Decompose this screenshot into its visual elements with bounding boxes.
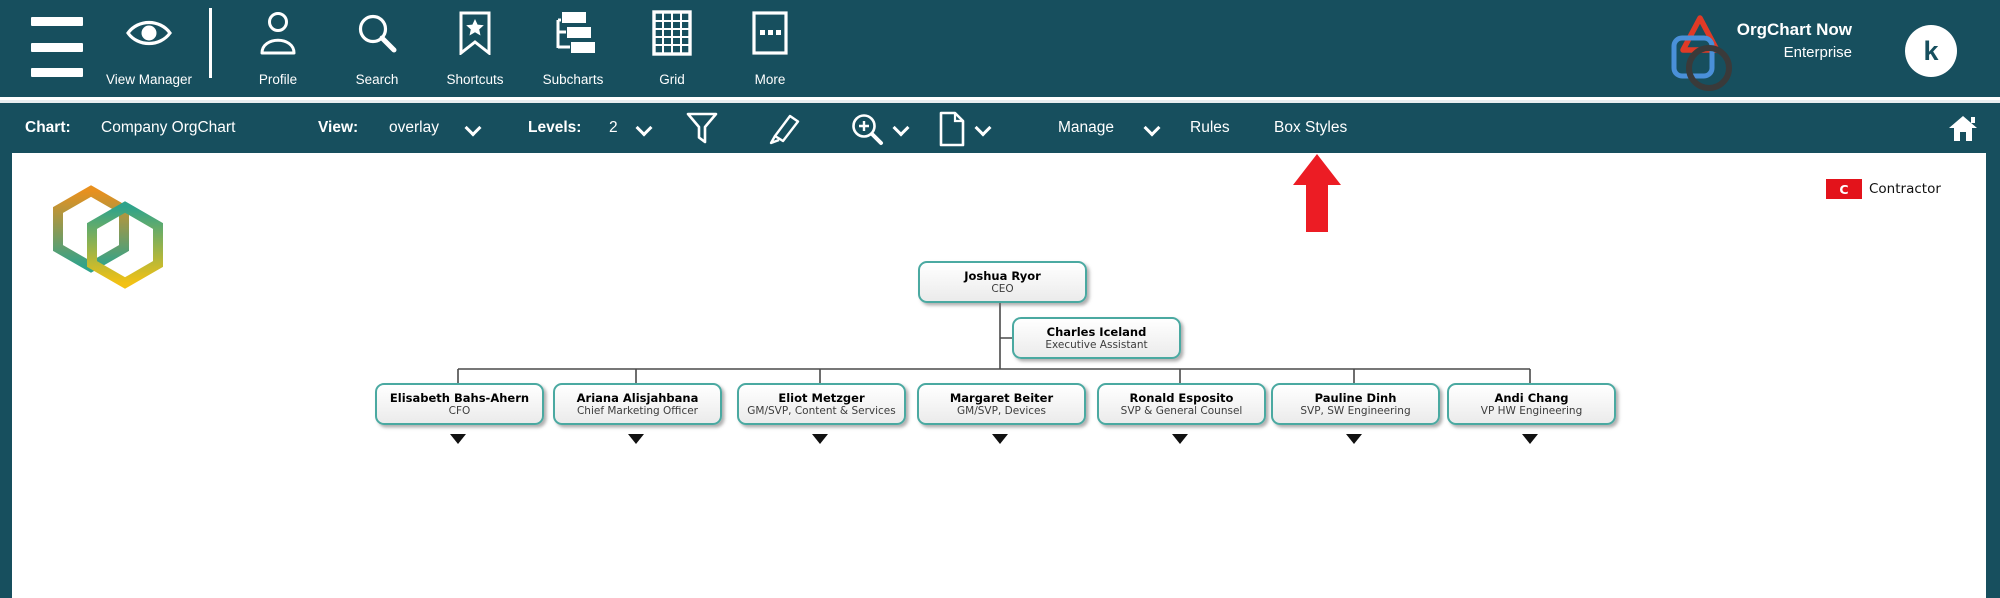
brand-name: OrgChart Now	[1736, 20, 1852, 39]
org-node-root[interactable]: Joshua Ryor CEO	[918, 261, 1087, 303]
person-title: CFO	[448, 404, 471, 417]
org-node-assistant[interactable]: Charles Iceland Executive Assistant	[1012, 317, 1181, 359]
view-manager-label: View Manager	[105, 72, 193, 87]
nav-label: Shortcuts	[446, 72, 504, 87]
filter-icon[interactable]	[686, 112, 718, 150]
bookmark-star-icon	[426, 10, 524, 56]
person-name: Eliot Metzger	[778, 390, 865, 405]
nav-item-search[interactable]: Search	[328, 0, 426, 97]
chart-label: Chart:	[25, 119, 71, 136]
annotation-arrow-up	[1293, 154, 1341, 232]
app-header: View Manager Profile Search Shortcuts Su…	[0, 0, 2000, 97]
person-title: GM/SVP, Devices	[957, 404, 1046, 417]
document-chevron-down-icon[interactable]	[974, 119, 992, 137]
expand-toggle[interactable]	[1522, 434, 1538, 444]
view-manager-button[interactable]: View Manager	[93, 0, 205, 97]
person-title: GM/SVP, Content & Services	[747, 404, 896, 417]
hamburger-bar	[31, 42, 83, 52]
expand-toggle[interactable]	[812, 434, 828, 444]
person-name: Joshua Ryor	[964, 268, 1041, 283]
arrow-head	[1293, 154, 1341, 185]
nav-label: Search	[355, 72, 399, 87]
org-node[interactable]: Eliot Metzger GM/SVP, Content & Services	[737, 383, 906, 425]
nav-item-grid[interactable]: Grid	[623, 0, 721, 97]
person-title: CEO	[991, 282, 1014, 295]
chart-canvas: C Contractor Joshua Ryor CEO Charles Ice…	[0, 153, 2000, 598]
expand-toggle[interactable]	[450, 434, 466, 444]
user-avatar[interactable]: k	[1905, 25, 1957, 77]
org-node[interactable]: Pauline Dinh SVP, SW Engineering	[1271, 383, 1440, 425]
hamburger-menu-icon[interactable]	[31, 17, 83, 77]
eye-icon	[93, 10, 205, 56]
nav-label: More	[754, 72, 786, 87]
arrow-shaft	[1306, 183, 1328, 232]
person-name: Charles Iceland	[1046, 324, 1147, 339]
nav-item-more[interactable]: More	[721, 0, 819, 97]
org-node[interactable]: Andi Chang VP HW Engineering	[1447, 383, 1616, 425]
org-node[interactable]: Margaret Beiter GM/SVP, Devices	[917, 383, 1086, 425]
person-title: Executive Assistant	[1045, 338, 1148, 351]
company-logo-icon	[38, 183, 178, 298]
person-name: Pauline Dinh	[1314, 390, 1397, 405]
manage-chevron-down-icon[interactable]	[1143, 119, 1161, 137]
person-title: SVP & General Counsel	[1120, 404, 1243, 417]
nav-item-profile[interactable]: Profile	[229, 0, 327, 97]
person-title: Chief Marketing Officer	[576, 404, 699, 417]
nav-item-subcharts[interactable]: Subcharts	[524, 0, 622, 97]
ellipsis-box-icon	[721, 10, 819, 56]
view-chevron-down-icon[interactable]	[464, 119, 482, 137]
connector-lines	[457, 301, 1531, 383]
orgchartnow-logo-icon	[1662, 8, 1742, 97]
menu-manage[interactable]: Manage	[1058, 119, 1115, 136]
org-tree-icon	[524, 10, 622, 56]
levels-label: Levels:	[528, 119, 582, 136]
person-name: Elisabeth Bahs-Ahern	[389, 390, 530, 405]
canvas-left-border	[0, 153, 12, 598]
chart-name-value[interactable]: Company OrgChart	[101, 119, 236, 136]
person-name: Andi Chang	[1494, 390, 1569, 405]
home-icon[interactable]	[1948, 114, 1978, 147]
search-icon	[328, 10, 426, 56]
zoom-icon[interactable]	[850, 112, 886, 152]
legend-label: Contractor	[1869, 181, 1941, 197]
brand-edition: Enterprise	[1783, 44, 1852, 61]
nav-label: Profile	[258, 72, 298, 87]
nav-label: Subcharts	[542, 72, 604, 87]
person-name: Margaret Beiter	[949, 390, 1054, 405]
org-node[interactable]: Ronald Esposito SVP & General Counsel	[1097, 383, 1266, 425]
header-divider	[209, 8, 212, 78]
canvas-right-border	[1986, 153, 2000, 598]
table-grid-icon	[623, 10, 721, 56]
hamburger-bar	[31, 17, 83, 26]
chart-toolbar: Chart: Company OrgChart View: overlay Le…	[0, 100, 2000, 153]
org-node[interactable]: Elisabeth Bahs-Ahern CFO	[375, 383, 544, 425]
menu-box-styles[interactable]: Box Styles	[1274, 119, 1348, 136]
person-name: Ronald Esposito	[1129, 390, 1234, 405]
legend-badge: C	[1826, 179, 1862, 199]
person-title: VP HW Engineering	[1480, 404, 1583, 417]
legend-contractor: C Contractor	[1826, 179, 1941, 199]
nav-label: Grid	[659, 72, 685, 87]
expand-toggle[interactable]	[628, 434, 644, 444]
nav-item-shortcuts[interactable]: Shortcuts	[426, 0, 524, 97]
view-select-value[interactable]: overlay	[389, 119, 439, 136]
org-node[interactable]: Ariana Alisjahbana Chief Marketing Offic…	[553, 383, 722, 425]
expand-toggle[interactable]	[1172, 434, 1188, 444]
levels-select-value[interactable]: 2	[609, 119, 618, 136]
person-title: SVP, SW Engineering	[1300, 404, 1411, 417]
levels-chevron-down-icon[interactable]	[635, 119, 653, 137]
person-icon	[229, 10, 327, 56]
document-icon[interactable]	[938, 111, 966, 152]
expand-toggle[interactable]	[1346, 434, 1362, 444]
hamburger-bar	[31, 68, 83, 77]
zoom-chevron-down-icon[interactable]	[892, 119, 910, 137]
person-name: Ariana Alisjahbana	[576, 390, 699, 405]
menu-rules[interactable]: Rules	[1190, 119, 1230, 136]
expand-toggle[interactable]	[992, 434, 1008, 444]
highlighter-icon[interactable]	[766, 112, 802, 150]
view-label: View:	[318, 119, 359, 136]
